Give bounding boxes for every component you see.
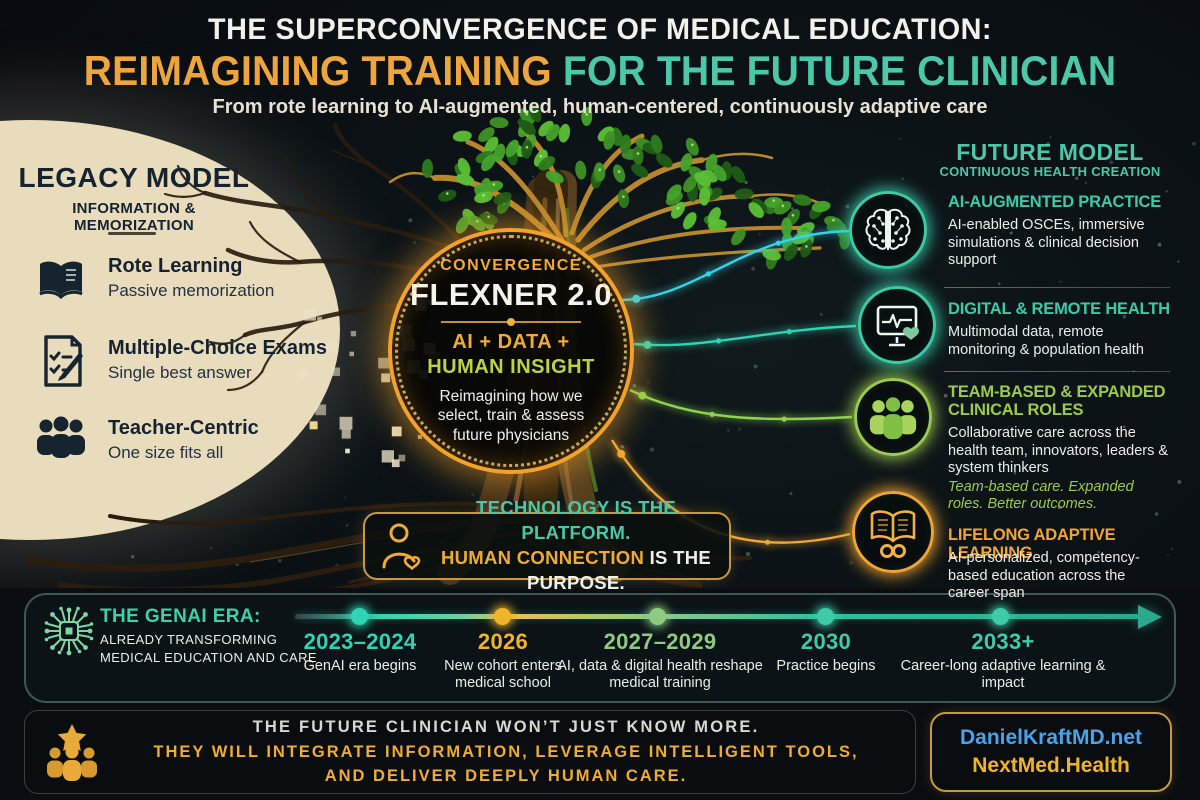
- milestone-label: AI, data & digital health reshape medica…: [557, 658, 763, 692]
- platform-line2-highlight: HUMAN CONNECTION: [440, 547, 645, 568]
- milestone-2026: 2026 New cohort enters medical school: [421, 629, 586, 692]
- page-title-line2-gold: REIMAGINING TRAINING: [83, 47, 552, 94]
- future-item-note: Team-based care. Expanded roles. Better …: [948, 479, 1134, 513]
- milestone-2023-2024: 2023–2024 GenAI era begins: [275, 629, 445, 675]
- legacy-subtitle: INFORMATION & MEMORIZATION: [72, 200, 196, 234]
- milestone-label: Career-long adaptive learning & impact: [900, 658, 1106, 692]
- future-item-title: LIFELONG ADAPTIVE LEARNING: [948, 526, 1116, 563]
- milestone-year: 2033+: [971, 629, 1035, 654]
- page-title-line1: THE SUPERCONVERGENCE OF MEDICAL EDUCATIO…: [208, 13, 992, 46]
- convergence-circle: CONVERGENCE FLEXNER 2.0 AI + DATA + HUMA…: [388, 228, 634, 474]
- page-title-line2: REIMAGINING TRAINING FOR THE FUTURE CLIN…: [42, 47, 1158, 95]
- milestone-2027-2029: 2027–2029 AI, data & digital health resh…: [544, 629, 776, 692]
- convergence-line2: HUMAN INSIGHT: [427, 355, 595, 378]
- legacy-item-desc: Single best answer: [108, 363, 252, 382]
- convergence-desc: Reimagining how we select, train & asses…: [437, 387, 585, 444]
- platform-banner: TECHNOLOGY IS THE PLATFORM. HUMAN CONNEC…: [363, 497, 731, 593]
- footer-line2: THEY WILL INTEGRATE INFORMATION, LEVERAG…: [153, 742, 859, 761]
- links-box: DanielKraftMD.net NextMed.Health: [930, 712, 1172, 792]
- legacy-item-mcq: Multiple-Choice Exams Single best answer: [108, 337, 327, 383]
- genai-chip-icon: [38, 600, 100, 662]
- platform-line2: HUMAN CONNECTION IS THE PURPOSE.: [437, 546, 715, 596]
- people-group-icon: [33, 414, 89, 470]
- legacy-item-title: Teacher-Centric: [108, 417, 259, 439]
- future-item-desc: Collaborative care across the health tea…: [948, 425, 1169, 477]
- timeline-line: [295, 614, 1140, 619]
- team-star-icon: [43, 722, 101, 782]
- link-danielkraftmd[interactable]: DanielKraftMD.net: [959, 725, 1143, 749]
- footer-banner: THE FUTURE CLINICIAN WON’T JUST KNOW MOR…: [24, 710, 916, 794]
- monitor-heart-icon: [858, 286, 936, 364]
- future-item-title: TEAM-BASED & EXPANDED CLINICAL ROLES: [948, 383, 1166, 420]
- legacy-panel-header: LEGACY MODEL INFORMATION & MEMORIZATION: [12, 162, 256, 234]
- future-title: FUTURE MODEL: [956, 139, 1144, 165]
- legacy-item-teacher-centric: Teacher-Centric One size fits all: [108, 417, 259, 463]
- milestone-year: 2030: [800, 629, 852, 654]
- milestone-label: New cohort enters medical school: [444, 658, 562, 692]
- future-divider: [944, 287, 1170, 288]
- platform-line1: TECHNOLOGY IS THE PLATFORM.: [475, 497, 677, 544]
- timeline-dot: [817, 608, 834, 625]
- future-item-title: AI-AUGMENTED PRACTICE: [948, 193, 1162, 211]
- person-heart-icon: [379, 521, 425, 571]
- page-title-line2-teal: FOR THE FUTURE CLINICIAN: [551, 47, 1117, 94]
- genai-era-title: THE GENAI ERA:: [100, 606, 261, 627]
- milestone-year: 2023–2024: [303, 629, 417, 654]
- milestone-2030: 2030 Practice begins: [771, 629, 881, 675]
- legacy-item-desc: Passive memorization: [108, 281, 275, 300]
- convergence-title: FLEXNER 2.0: [410, 276, 612, 312]
- open-book-icon: [33, 252, 89, 308]
- footer-line3: AND DELIVER DEEPLY HUMAN CARE.: [324, 767, 688, 786]
- convergence-divider: [441, 317, 581, 326]
- timeline-strip: [24, 593, 1176, 703]
- future-item-title: DIGITAL & REMOTE HEALTH: [948, 300, 1170, 318]
- timeline-arrow-icon: [1138, 605, 1162, 629]
- legacy-item-desc: One size fits all: [108, 443, 224, 462]
- milestone-2033-plus: 2033+ Career-long adaptive learning & im…: [896, 629, 1111, 692]
- future-item-desc: AI-personalized, competency-based educat…: [948, 550, 1140, 602]
- legacy-divider: [108, 232, 156, 235]
- legacy-item-title: Rote Learning: [108, 255, 243, 277]
- milestone-year: 2027–2029: [603, 629, 717, 654]
- future-item-desc: Multimodal data, remote monitoring & pop…: [948, 324, 1144, 358]
- link-nextmed-health[interactable]: NextMed.Health: [972, 754, 1130, 777]
- future-subtitle: CONTINUOUS HEALTH CREATION: [939, 164, 1161, 179]
- future-divider: [944, 371, 1170, 372]
- book-infinity-icon: [852, 491, 934, 573]
- milestone-label: GenAI era begins: [303, 658, 417, 674]
- convergence-line1: AI + DATA +: [452, 330, 570, 353]
- milestone-label: Practice begins: [776, 658, 876, 674]
- legacy-item-rote-learning: Rote Learning Passive memorization: [108, 255, 274, 301]
- legacy-title: LEGACY MODEL: [18, 162, 250, 193]
- timeline-dot: [649, 608, 666, 625]
- convergence-label: CONVERGENCE: [440, 256, 582, 274]
- checklist-pencil-icon: [36, 332, 92, 388]
- legacy-item-title: Multiple-Choice Exams: [108, 337, 327, 359]
- milestone-year: 2026: [477, 629, 529, 654]
- future-item-desc: AI-enabled OSCEs, immersive simulations …: [948, 217, 1145, 269]
- team-icon: [854, 378, 932, 456]
- genai-era-subtitle2: MEDICAL EDUCATION AND CARE: [100, 650, 317, 665]
- timeline-dot: [351, 608, 368, 625]
- page-subtitle: From rote learning to AI-augmented, huma…: [212, 96, 988, 118]
- ai-brain-icon: [849, 191, 927, 269]
- timeline-dot: [992, 608, 1009, 625]
- genai-era-subtitle1: ALREADY TRANSFORMING: [100, 632, 278, 647]
- timeline-dot: [494, 608, 511, 625]
- footer-line1: THE FUTURE CLINICIAN WON’T JUST KNOW MOR…: [252, 717, 760, 736]
